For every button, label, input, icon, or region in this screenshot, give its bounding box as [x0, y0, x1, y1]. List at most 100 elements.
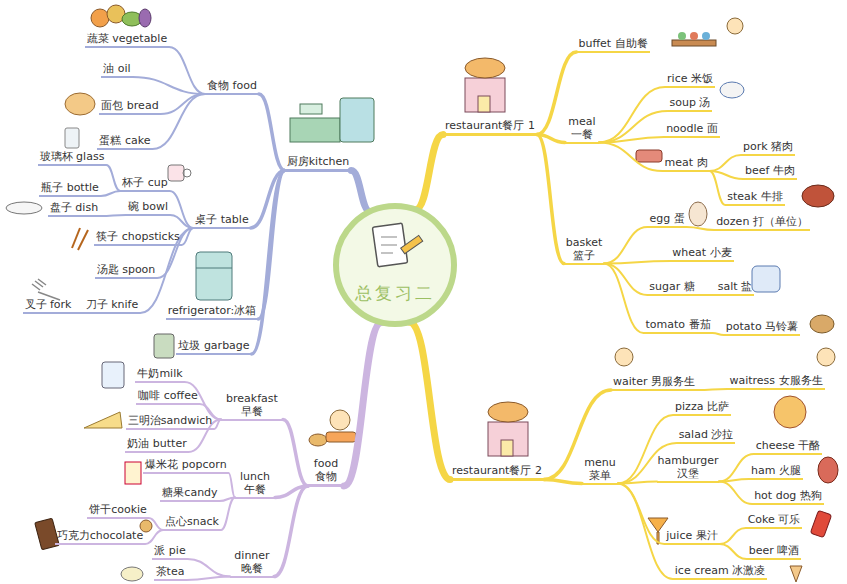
branch-text: menu 菜单: [584, 456, 615, 482]
waitress-figure: [817, 348, 835, 366]
branch-line: [618, 415, 673, 484]
meat-icon: [636, 150, 662, 162]
branch-topic: restaurant餐厅 2: [450, 464, 544, 481]
branch-item: breakfast 早餐: [221, 392, 283, 421]
branch-text: basket 篮子: [566, 236, 603, 262]
center-circle: 总复习二: [333, 203, 457, 327]
branch-text: pizza 比萨: [675, 400, 729, 413]
egg-icon: [689, 202, 707, 226]
branch-item: ham 火腿: [749, 464, 803, 480]
popcorn-icon: [125, 462, 141, 484]
branch-item: 筷子 chopsticks: [94, 230, 181, 246]
branch-item: tomato 番茄: [643, 318, 712, 334]
branch-item: 派 pie: [152, 544, 187, 560]
branch-line: [186, 577, 230, 581]
branch-item: menu 菜单: [582, 456, 618, 485]
branch-item: hamburger 汉堡: [657, 454, 719, 483]
branch-item: 奶油 butter: [125, 437, 188, 453]
branch-text: tomato 番茄: [645, 318, 710, 331]
branch-line: [604, 227, 647, 264]
branch-item: 刀子 knife: [84, 298, 141, 314]
branch-text: 厨房kitchen: [287, 155, 350, 168]
branch-text: 饼干cookie: [89, 503, 147, 516]
food-figure: [309, 410, 356, 446]
branch-text: refrigerator:冰箱: [168, 304, 257, 317]
branch-text: 面包 bread: [101, 99, 158, 112]
rice-icon: [720, 82, 744, 98]
branch-line: [169, 47, 205, 94]
branch-line: [710, 171, 726, 205]
branch-item: 茶tea: [154, 565, 187, 581]
branch-item: 蔬菜 vegetable: [85, 32, 169, 48]
branch-item: 巧克力chocolate: [55, 529, 145, 545]
cup-icon: [168, 165, 191, 181]
branch-text: waiter 男服务生: [613, 375, 695, 388]
sandwich-icon: [84, 412, 122, 428]
garbage-icon: [154, 334, 174, 358]
buffet-icon: [672, 18, 743, 46]
branch-line: [720, 544, 747, 559]
branch-text: 牛奶milk: [137, 367, 182, 380]
branch-text: ice cream 冰激凌: [675, 564, 765, 577]
branch-line: [544, 480, 582, 484]
branch-line: [145, 530, 163, 544]
branch-item: 碗 bowl: [126, 200, 170, 216]
branch-text: meat 肉: [664, 156, 707, 169]
branch-item: 瓶子 bottle: [39, 181, 101, 197]
branch-text: salt 盐: [718, 280, 752, 293]
branch-text: 蛋糕 cake: [99, 134, 150, 147]
branch-item: 盘子 dish: [48, 201, 100, 217]
branch-text: 垃圾 garbage: [178, 339, 249, 352]
branch-text: sugar 糖: [649, 280, 694, 293]
branch-item: 咖啡 coffee: [136, 389, 199, 405]
branch-text: 叉子 fork: [25, 298, 72, 311]
branch-text: food 食物: [314, 457, 338, 483]
branch-item: 桌子 table: [193, 213, 250, 229]
branch-topic: 厨房kitchen: [285, 155, 352, 172]
branch-item: soup 汤: [668, 96, 713, 112]
steak-icon: [802, 185, 834, 207]
branch-text: 玻璃杯 glass: [40, 150, 105, 163]
paper-pencil-icon: [367, 221, 427, 273]
branch-item: 饼干cookie: [87, 503, 149, 519]
branch-text: 派 pie: [154, 544, 185, 557]
branch-text: cheese 干酪: [756, 439, 821, 452]
dish-icon: [6, 202, 42, 214]
branch-text: dozen 打（单位）: [716, 215, 808, 228]
restaurant-icon: [465, 58, 505, 112]
branch-item: 杯子 cup: [120, 176, 170, 192]
branch-text: 瓶子 bottle: [41, 181, 99, 194]
branch-text: 桌子 table: [195, 213, 248, 226]
branch-item: rice 米饭: [665, 72, 715, 88]
branch-text: 油 oil: [103, 62, 130, 75]
fork-icon: [32, 279, 60, 300]
branch-topic: restaurant餐厅 1: [443, 119, 537, 136]
branch-line: [188, 559, 230, 577]
branch-item: basket 篮子: [564, 236, 604, 265]
branch-text: hamburger 汉堡: [658, 454, 719, 480]
branch-text: 茶tea: [156, 565, 185, 578]
branch-text: Coke 可乐: [748, 513, 801, 526]
milk-icon: [102, 362, 124, 388]
branch-text: waitress 女服务生: [729, 374, 822, 387]
branch-text: egg 蛋: [649, 212, 684, 225]
branch-text: 盘子 dish: [50, 201, 98, 214]
branch-line: [344, 322, 382, 486]
branch-line: [618, 484, 664, 545]
branch-line: [170, 191, 194, 228]
waiter-figure: [615, 348, 633, 366]
branch-line: [74, 312, 84, 314]
branch-item: 食物 food: [205, 79, 259, 95]
branch-item: hot dog 热狗: [752, 489, 824, 505]
branch-line: [697, 389, 727, 390]
branch-text: wheat 小麦: [672, 246, 731, 259]
potato-icon: [810, 315, 834, 333]
branch-line: [719, 482, 752, 505]
branch-line: [604, 261, 670, 264]
branch-item: dinner 晚餐: [230, 549, 274, 578]
branch-item: Coke 可乐: [746, 513, 803, 529]
branch-line: [153, 94, 206, 149]
branch-text: 点心snack: [165, 515, 219, 528]
branch-text: meal 一餐: [568, 115, 595, 141]
branch-text: juice 果汁: [666, 529, 717, 542]
